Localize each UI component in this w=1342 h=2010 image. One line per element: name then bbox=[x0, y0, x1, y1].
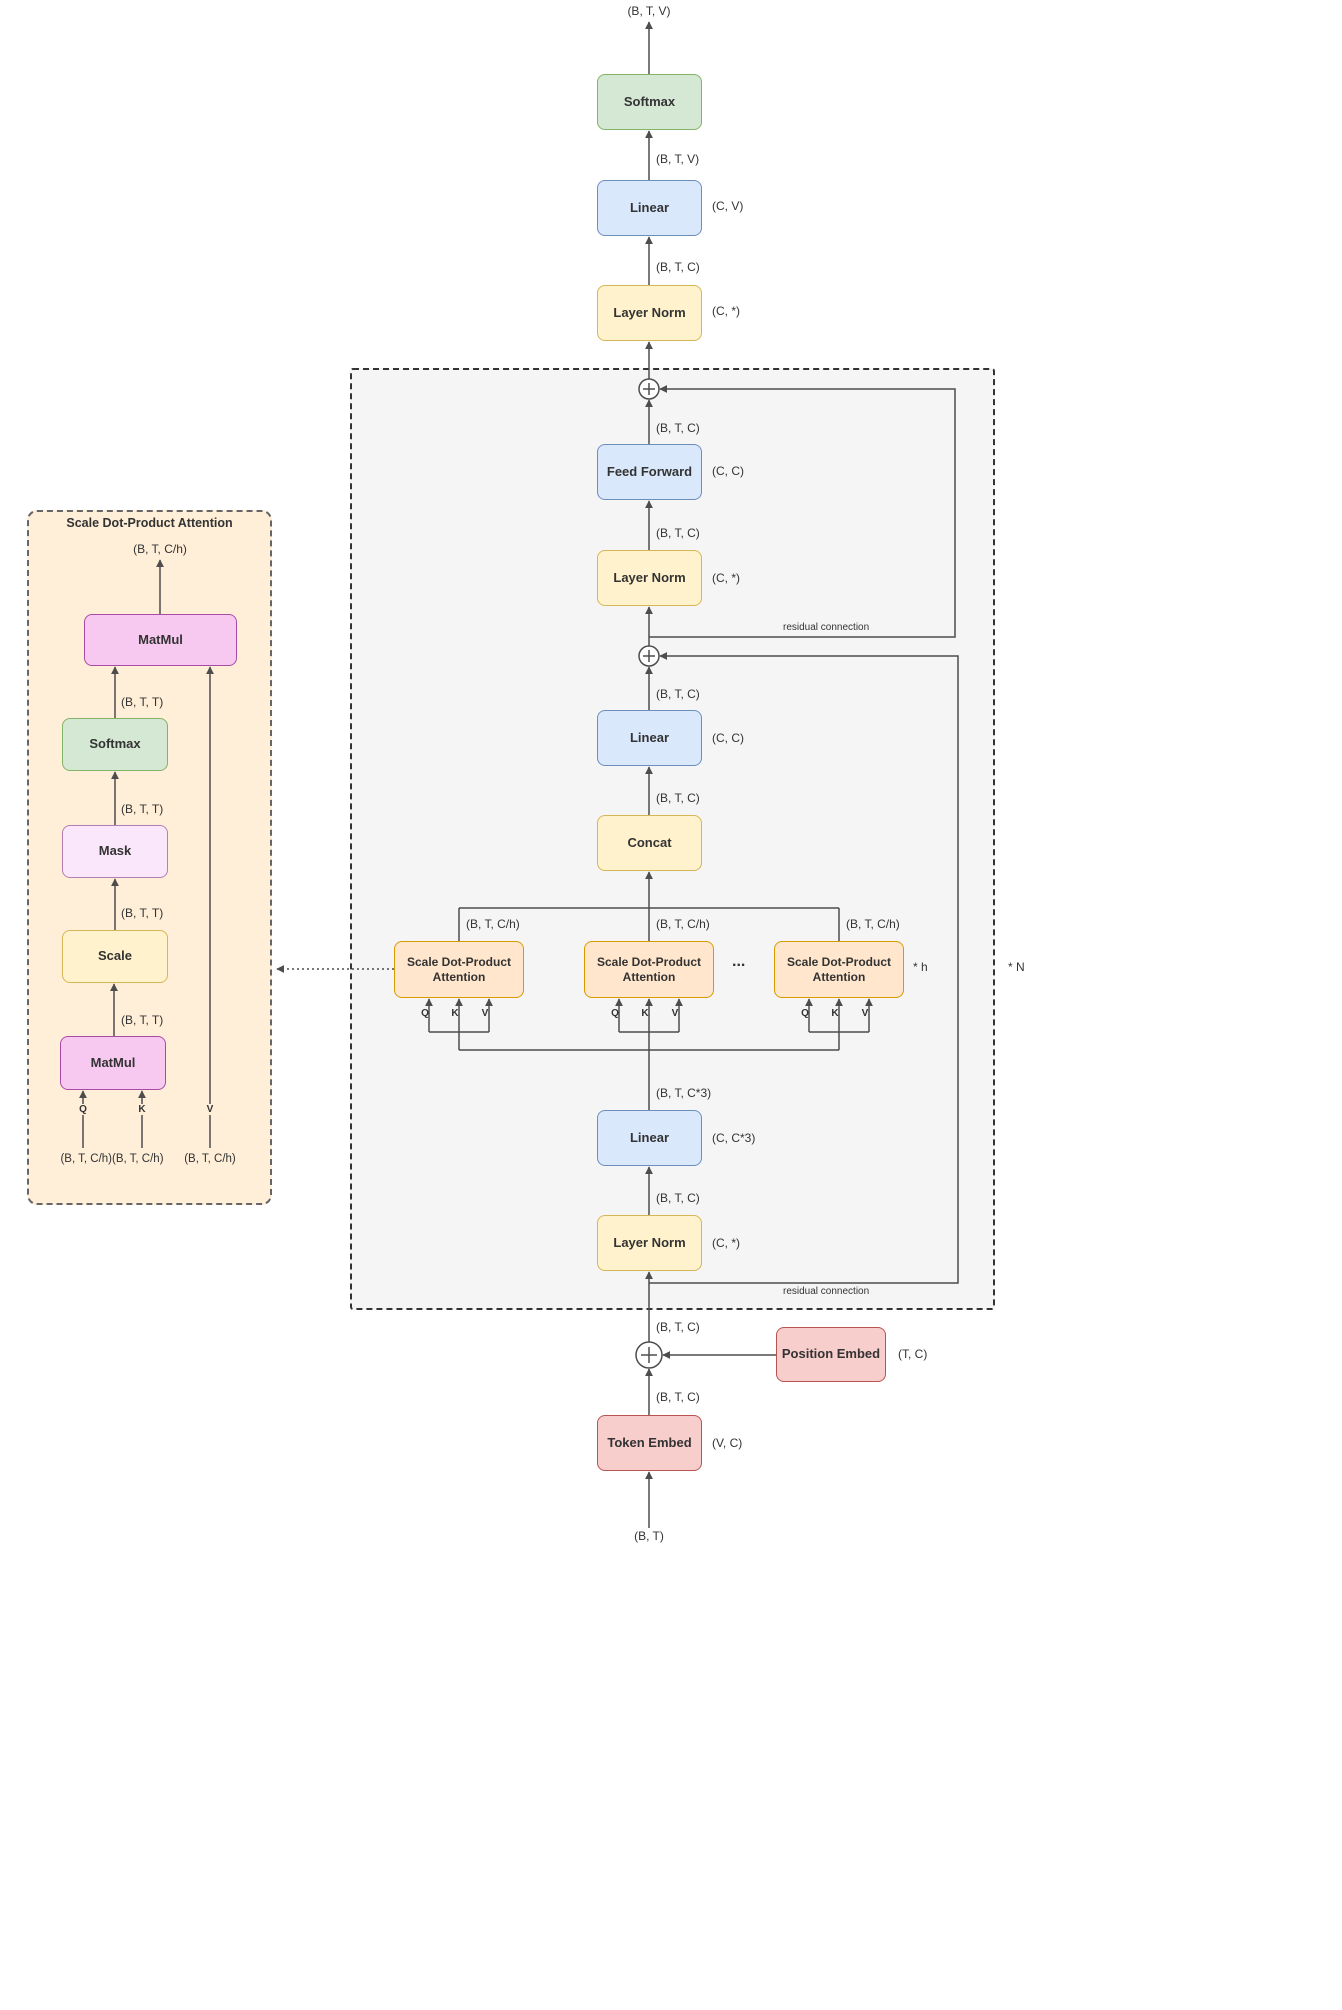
weight-shape-label: (T, C) bbox=[898, 1347, 928, 1361]
shape-label: (B, T, V) bbox=[656, 152, 700, 166]
shape-label: (B, T, C) bbox=[656, 1390, 700, 1404]
weight-shape-label: (V, C) bbox=[712, 1436, 743, 1450]
weight-shape-label: (C, *) bbox=[712, 1236, 740, 1250]
shape-label: (B, T, C) bbox=[656, 260, 700, 274]
shape-label: (B, T, C) bbox=[656, 1320, 700, 1334]
panel-mask: Mask bbox=[62, 825, 168, 878]
ellipsis-label: ... bbox=[732, 953, 746, 970]
shape-label: (B, T, C/h) bbox=[656, 917, 710, 931]
shape-label: (B, T, C) bbox=[656, 687, 700, 701]
weight-shape-label: (C, *) bbox=[712, 304, 740, 318]
weight-shape-label: (C, V) bbox=[712, 199, 744, 213]
v-label: V bbox=[203, 1104, 217, 1115]
k-label: K bbox=[641, 1008, 649, 1019]
residual-label: residual connection bbox=[783, 1286, 870, 1297]
q-label: Q bbox=[421, 1008, 429, 1019]
k-label: K bbox=[831, 1008, 839, 1019]
layer-multiplier-label: * N bbox=[1008, 960, 1025, 974]
shape-label: (B, T, T) bbox=[121, 802, 164, 816]
weight-shape-label: (C, C*3) bbox=[712, 1131, 756, 1145]
panel-title: Scale Dot-Product Attention bbox=[66, 516, 233, 530]
shape-label: (B, T, C) bbox=[656, 526, 700, 540]
v-label: V bbox=[671, 1008, 679, 1019]
panel-matmul-1: MatMul bbox=[60, 1036, 166, 1090]
q-label: Q bbox=[611, 1008, 619, 1019]
shape-label: (B, T, C) bbox=[656, 1191, 700, 1205]
weight-shape-label: (C, C) bbox=[712, 464, 744, 478]
shape-label: (B, T, C/h) bbox=[466, 917, 520, 931]
block-linear-output: Linear bbox=[597, 180, 702, 236]
q-label: Q bbox=[76, 1104, 90, 1115]
block-softmax-output: Softmax bbox=[597, 74, 702, 130]
block-layer-norm-2: Layer Norm bbox=[597, 550, 702, 606]
shape-label: (B, T, C/h) bbox=[133, 542, 187, 556]
block-concat: Concat bbox=[597, 815, 702, 871]
shape-label: (B, T, C/h) bbox=[846, 917, 900, 931]
block-position-embed: Position Embed bbox=[776, 1327, 886, 1382]
k-label: K bbox=[451, 1008, 459, 1019]
v-label: V bbox=[861, 1008, 869, 1019]
k-label: K bbox=[135, 1104, 149, 1115]
attention-head-1: Scale Dot-Product Attention bbox=[394, 941, 524, 998]
panel-scale: Scale bbox=[62, 930, 168, 983]
shape-label: (B, T, C) bbox=[656, 421, 700, 435]
weight-shape-label: (C, C) bbox=[712, 731, 744, 745]
block-token-embed: Token Embed bbox=[597, 1415, 702, 1471]
head-multiplier-label: * h bbox=[913, 960, 928, 974]
output-shape-label: (B, T, V) bbox=[627, 4, 671, 18]
add-circle-icon bbox=[635, 1341, 663, 1369]
shape-label: (B, T, T) bbox=[121, 695, 164, 709]
attention-head-3: Scale Dot-Product Attention bbox=[774, 941, 904, 998]
qk-shape-label: (B, T, C/h)(B, T, C/h) bbox=[60, 1153, 164, 1165]
block-linear-qkv: Linear bbox=[597, 1110, 702, 1166]
panel-softmax: Softmax bbox=[62, 718, 168, 771]
panel-matmul-2: MatMul bbox=[84, 614, 237, 666]
weight-shape-label: (C, *) bbox=[712, 571, 740, 585]
q-label: Q bbox=[801, 1008, 809, 1019]
shape-label: (B, T, T) bbox=[121, 1013, 164, 1027]
residual-label: residual connection bbox=[783, 622, 870, 633]
input-shape-label: (B, T) bbox=[634, 1529, 664, 1543]
shape-label: (B, T, T) bbox=[121, 906, 164, 920]
v-label: V bbox=[481, 1008, 489, 1019]
block-layer-norm-1: Layer Norm bbox=[597, 1215, 702, 1271]
shape-label: (B, T, C*3) bbox=[656, 1086, 712, 1100]
block-linear-proj: Linear bbox=[597, 710, 702, 766]
attention-head-2: Scale Dot-Product Attention bbox=[584, 941, 714, 998]
block-layer-norm-final: Layer Norm bbox=[597, 285, 702, 341]
v-shape-label: (B, T, C/h) bbox=[184, 1153, 236, 1165]
block-feed-forward: Feed Forward bbox=[597, 444, 702, 500]
shape-label: (B, T, C) bbox=[656, 791, 700, 805]
